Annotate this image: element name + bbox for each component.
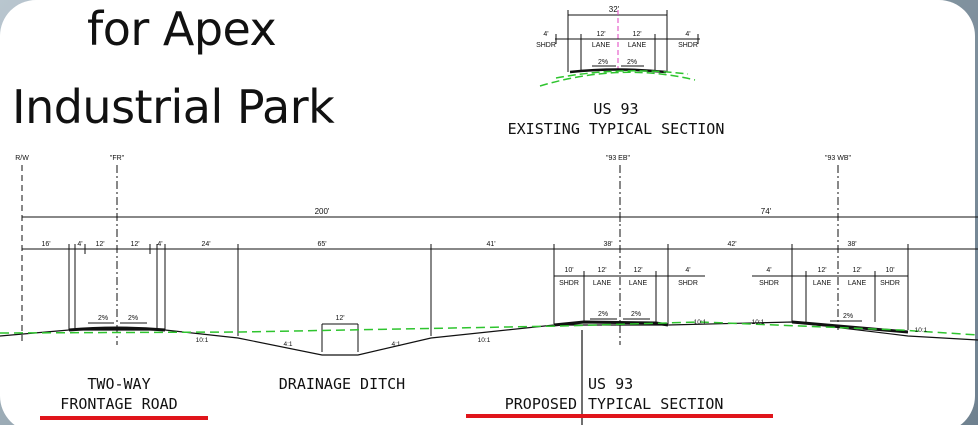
existing-caption-us93: US 93 (593, 100, 638, 118)
slide-title-line2: Industrial Park (12, 80, 335, 134)
dim-200: 200' (315, 207, 330, 216)
dim-12a: 12' (95, 241, 104, 248)
caption-us93: US 93 (588, 375, 633, 393)
eb-pavement (553, 320, 669, 327)
underline-frontage (40, 416, 208, 420)
slide-title: for Apex Industrial Park (0, 0, 400, 150)
caption-typical-section: TYPICAL SECTION (588, 395, 723, 413)
existing-lane-right-width: 12' (632, 31, 641, 38)
slope-4-1-b: 4:1 (391, 341, 400, 348)
wb-lane2-width: 12' (852, 267, 861, 274)
existing-lane-right-label: LANE (628, 42, 647, 49)
caption-frontage-road: FRONTAGE ROAD (60, 395, 177, 413)
eb-lane1-label: LANE (593, 280, 612, 287)
existing-slope-right: 2% (627, 59, 637, 66)
existing-lane-left-width: 12' (596, 31, 605, 38)
existing-overall-width: 32' (609, 5, 620, 14)
existing-ground-line (539, 71, 696, 87)
dim-74: 74' (761, 207, 772, 216)
dim-65: 65' (317, 241, 326, 248)
existing-shoulder-left: 4' (543, 31, 548, 38)
rw-label: R/W (15, 155, 29, 162)
proposed-ground-line (0, 321, 978, 336)
slope-10-1-e: 10:1 (915, 327, 928, 334)
existing-lane-left-label: LANE (592, 42, 611, 49)
wb-lane2-label: LANE (848, 280, 867, 287)
wb-lane1-width: 12' (817, 267, 826, 274)
caption-proposed: PROPOSED (505, 395, 577, 413)
dim-12b: 12' (130, 241, 139, 248)
fr-slope-1: 2% (98, 315, 108, 322)
dim-42: 42' (727, 241, 736, 248)
underline-proposed (466, 414, 773, 418)
wb-shdr-label: SHDR (880, 280, 900, 287)
existing-shoulder-right: 4' (685, 31, 690, 38)
wb-lane1-label: LANE (813, 280, 832, 287)
wb-label: "93 WB" (825, 155, 851, 162)
fr-slope-2: 2% (128, 315, 138, 322)
dim-38b: 38' (847, 241, 856, 248)
eb-rshdr-width: 4' (685, 267, 690, 274)
eb-slope-2: 2% (631, 311, 641, 318)
slope-10-1-a: 10:1 (196, 337, 209, 344)
eb-rshdr-label: SHDR (678, 280, 698, 287)
slide-title-line1: for Apex (87, 2, 277, 56)
dim-41: 41' (486, 241, 495, 248)
existing-shdr-left: SHDR (536, 42, 556, 49)
dim-24: 24' (201, 241, 210, 248)
eb-lane2-width: 12' (633, 267, 642, 274)
fr-label: "FR" (110, 155, 125, 162)
existing-shdr-right: SHDR (678, 42, 698, 49)
eb-label: "93 EB" (606, 155, 631, 162)
wb-shdr-width: 10' (885, 267, 894, 274)
eb-lane1-width: 12' (597, 267, 606, 274)
eb-slope-1: 2% (598, 311, 608, 318)
wb-slope: 2% (843, 313, 853, 320)
slope-4-1-a: 4:1 (283, 341, 292, 348)
slope-10-1-d: 10:1 (752, 319, 765, 326)
frontage-pavement (68, 326, 166, 332)
existing-ground-line-2 (555, 70, 689, 79)
eb-shdr-width: 10' (564, 267, 573, 274)
dim-16: 16' (41, 241, 50, 248)
wb-lshdr-width: 4' (766, 267, 771, 274)
existing-caption-section: EXISTING TYPICAL SECTION (508, 120, 725, 138)
ditch-bottom-width: 12' (335, 315, 344, 322)
dim-4b: 4' (157, 241, 162, 248)
dim-4a: 4' (77, 241, 82, 248)
slope-10-1-b: 10:1 (478, 337, 491, 344)
caption-drainage-ditch: DRAINAGE DITCH (279, 375, 405, 393)
caption-two-way: TWO-WAY (87, 375, 150, 393)
existing-slope-left: 2% (598, 59, 608, 66)
dim-38a: 38' (603, 241, 612, 248)
eb-shdr-label: SHDR (559, 280, 579, 287)
slope-10-1-c: 10:1 (694, 319, 707, 326)
wb-lshdr-label: SHDR (759, 280, 779, 287)
eb-lane2-label: LANE (629, 280, 648, 287)
